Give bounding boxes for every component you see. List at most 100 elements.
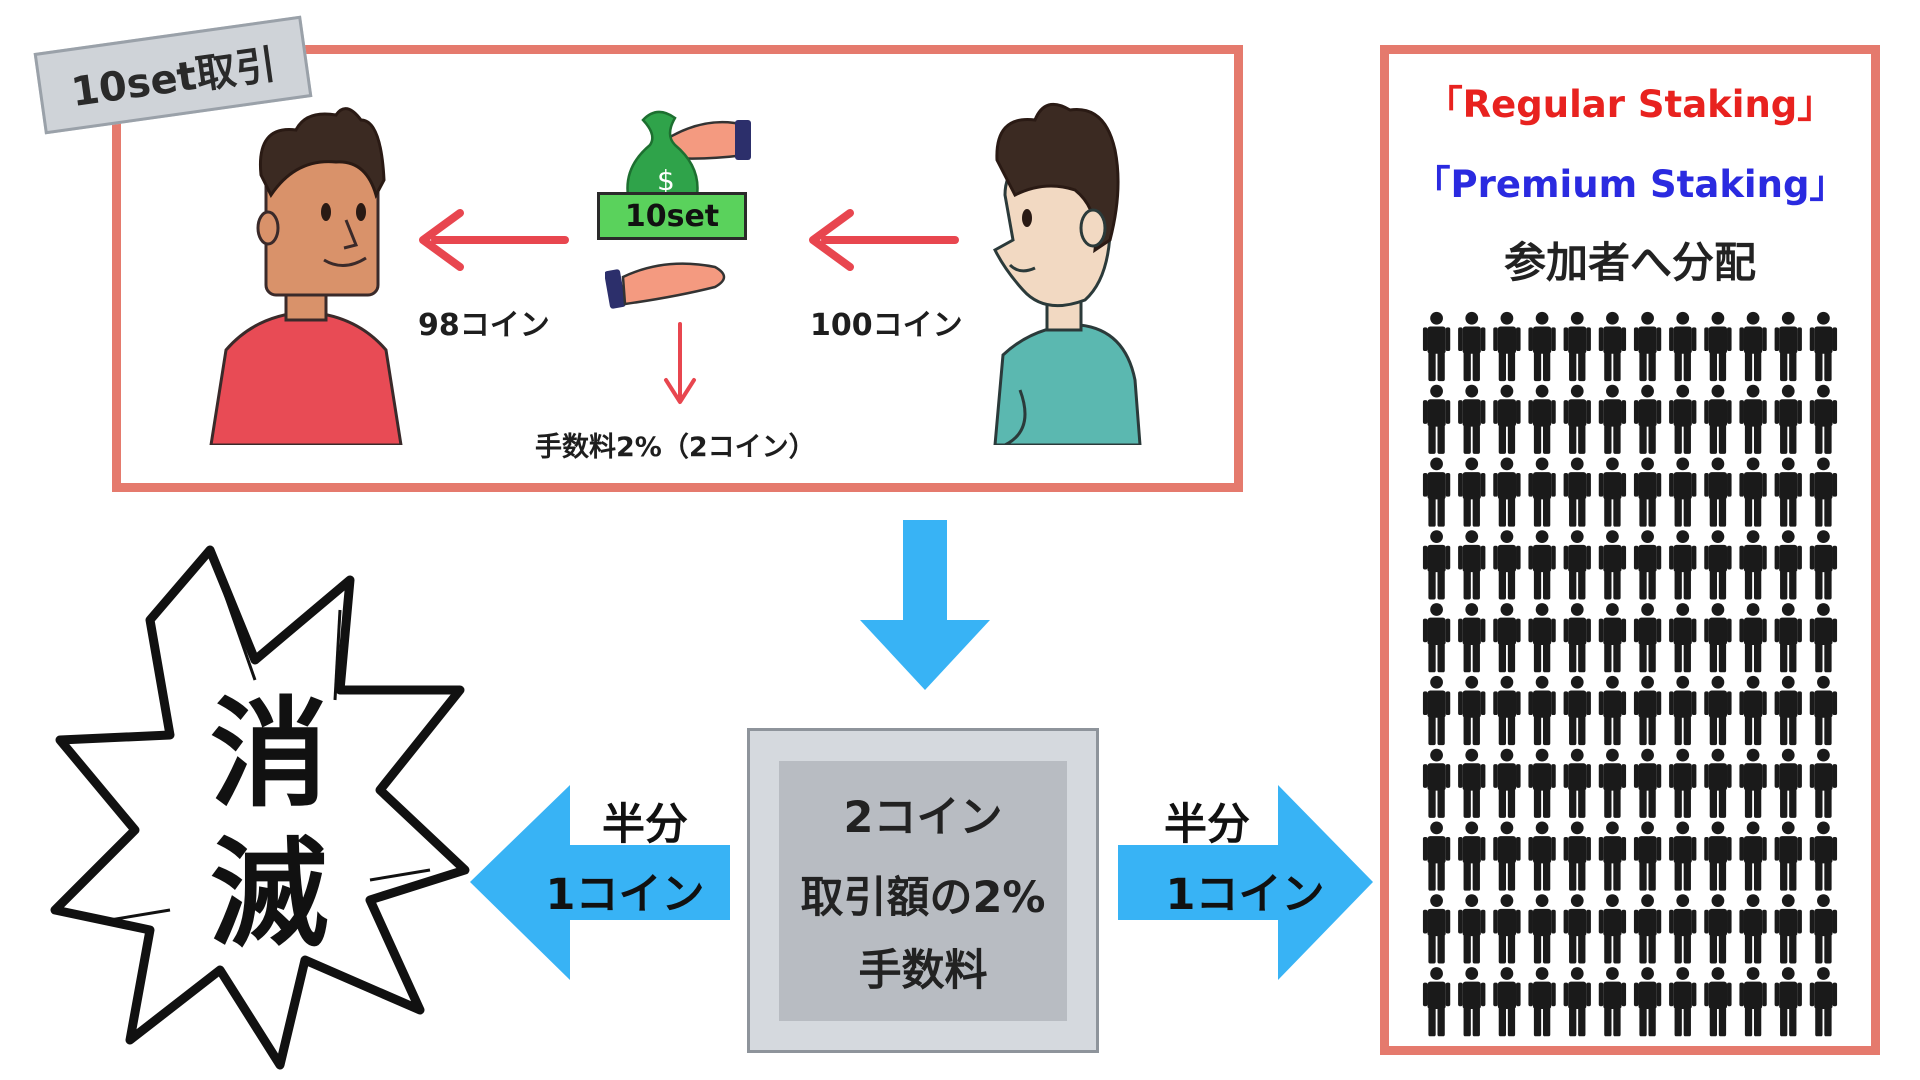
participant-icon [1739, 311, 1767, 382]
participant-icon [1458, 311, 1486, 382]
received-amount-label: 98コイン [418, 308, 550, 343]
participant-icon [1774, 603, 1802, 673]
participant-icon [1458, 821, 1486, 891]
participant-icon [1669, 821, 1697, 891]
participants-grid [1422, 311, 1838, 1037]
participant-icon [1809, 821, 1838, 891]
participant-icon [1633, 457, 1662, 527]
participant-icon [1809, 894, 1838, 964]
participant-icon [1633, 894, 1662, 964]
participant-icon [1422, 603, 1451, 673]
participant-icon [1739, 894, 1767, 964]
money-bag-exchange-illustration: $ [626, 110, 751, 207]
participant-icon [1563, 530, 1591, 600]
participant-icon [1809, 675, 1838, 746]
participant-icon [1563, 748, 1591, 818]
participant-icon [1774, 530, 1802, 600]
participant-icon [1528, 748, 1556, 818]
participant-icon [1809, 530, 1838, 600]
participant-icon [1704, 457, 1732, 527]
fee-summary-coins: 2コイン [843, 793, 1003, 843]
participant-icon [1563, 967, 1591, 1037]
participant-icon [1493, 457, 1521, 527]
participant-icon [1704, 967, 1732, 1037]
bag-label-text: 10set [624, 198, 720, 234]
participant-icon [1598, 675, 1627, 746]
participant-icon [1563, 675, 1591, 746]
participant-icon [1598, 894, 1627, 964]
participant-icon [1598, 748, 1627, 818]
participant-icon [1774, 967, 1802, 1037]
participant-icon [1704, 530, 1732, 600]
sent-amount-label: 100コイン [810, 308, 963, 343]
participant-icon [1774, 821, 1802, 891]
participant-icon [1704, 384, 1732, 454]
receiver-person-illustration [209, 107, 403, 445]
left-arrow-coin-label: 1コイン [545, 870, 705, 920]
participant-icon [1422, 675, 1451, 746]
participant-icon [1739, 603, 1767, 673]
bag-label: 10set [597, 192, 747, 240]
participant-icon [1739, 530, 1767, 600]
fee-summary-rate: 取引額の2% [800, 873, 1046, 923]
receiving-hand-illustration [605, 262, 726, 309]
participant-icon [1774, 675, 1802, 746]
participant-icon [1809, 457, 1838, 527]
participant-icon [1704, 894, 1732, 964]
participant-icon [1598, 311, 1627, 382]
participant-icon [1633, 311, 1662, 382]
staking-box: 「Regular Staking」 「Premium Staking」 参加者へ… [1380, 45, 1880, 1055]
participant-icon [1458, 894, 1486, 964]
participant-icon [1774, 748, 1802, 818]
participant-icon [1458, 675, 1486, 746]
participant-icon [1704, 311, 1732, 382]
participant-icon [1528, 311, 1556, 382]
participant-icon [1458, 748, 1486, 818]
participant-icon [1493, 821, 1521, 891]
participant-icon [1774, 384, 1802, 454]
participant-icon [1528, 821, 1556, 891]
svg-text:$: $ [657, 164, 675, 197]
participant-icon [1598, 384, 1627, 454]
participant-icon [1633, 530, 1662, 600]
participant-icon [1774, 311, 1802, 382]
participant-icon [1493, 967, 1521, 1037]
participant-icon [1563, 311, 1591, 382]
fee-summary-inner: 2コイン 取引額の2% 手数料 [779, 761, 1067, 1021]
participant-icon [1422, 530, 1451, 600]
participant-icon [1704, 675, 1732, 746]
participant-icon [1458, 603, 1486, 673]
left-half-arrow [470, 785, 730, 980]
participant-icon [1422, 748, 1451, 818]
fee-label: 手数料2%（2コイン） [535, 432, 816, 463]
participant-icon [1633, 603, 1662, 673]
participant-icon [1563, 821, 1591, 891]
sender-person-illustration [993, 102, 1142, 445]
participant-icon [1669, 457, 1697, 527]
participant-icon [1458, 457, 1486, 527]
arrow-to-receiver [419, 209, 569, 271]
participant-icon [1774, 457, 1802, 527]
regular-staking-label: 「Regular Staking」 [1425, 83, 1835, 126]
participant-icon [1633, 675, 1662, 746]
fee-summary-title: 手数料 [858, 946, 988, 996]
participant-icon [1669, 311, 1697, 382]
participant-icon [1669, 384, 1697, 454]
participant-icon [1704, 748, 1732, 818]
participant-icon [1669, 748, 1697, 818]
participant-icon [1809, 967, 1838, 1037]
participant-icon [1528, 384, 1556, 454]
down-arrow [860, 520, 990, 690]
participant-icon [1528, 603, 1556, 673]
participant-icon [1704, 603, 1732, 673]
participant-icon [1422, 821, 1451, 891]
participant-icon [1598, 457, 1627, 527]
burst-shape [50, 545, 470, 1070]
participant-icon [1669, 894, 1697, 964]
participant-icon [1528, 457, 1556, 527]
participant-icon [1739, 748, 1767, 818]
participant-icon [1809, 384, 1838, 454]
participant-icon [1633, 748, 1662, 818]
participant-icon [1493, 748, 1521, 818]
participant-icon [1493, 894, 1521, 964]
